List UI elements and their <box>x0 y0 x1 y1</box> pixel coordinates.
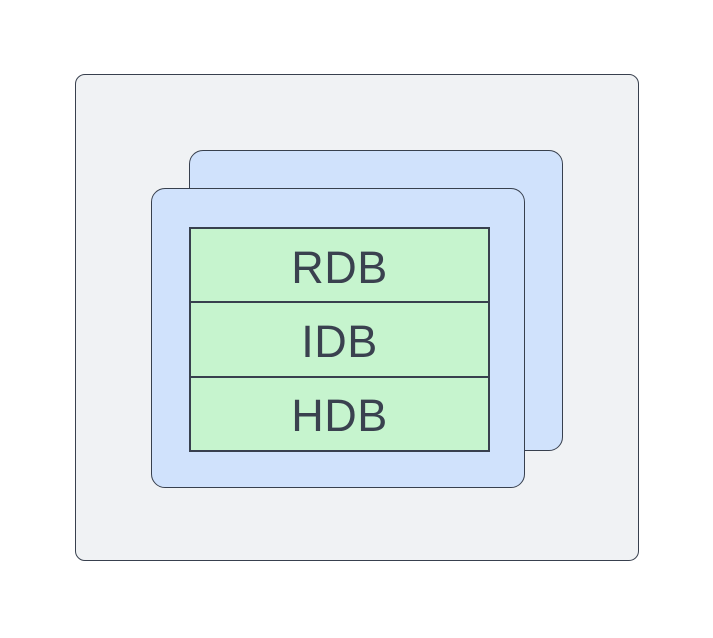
db-row-idb-label: IDB <box>301 315 378 367</box>
db-row-hdb-label: HDB <box>291 390 388 442</box>
database-stack: RDB IDB HDB <box>189 227 490 452</box>
db-row-idb: IDB <box>191 301 488 376</box>
db-row-rdb-label: RDB <box>291 241 388 293</box>
db-row-rdb: RDB <box>191 229 488 302</box>
stack-layer-front: RDB IDB HDB <box>151 188 525 488</box>
db-row-hdb: HDB <box>191 375 488 450</box>
outer-container-shape: RDB IDB HDB <box>75 74 639 561</box>
